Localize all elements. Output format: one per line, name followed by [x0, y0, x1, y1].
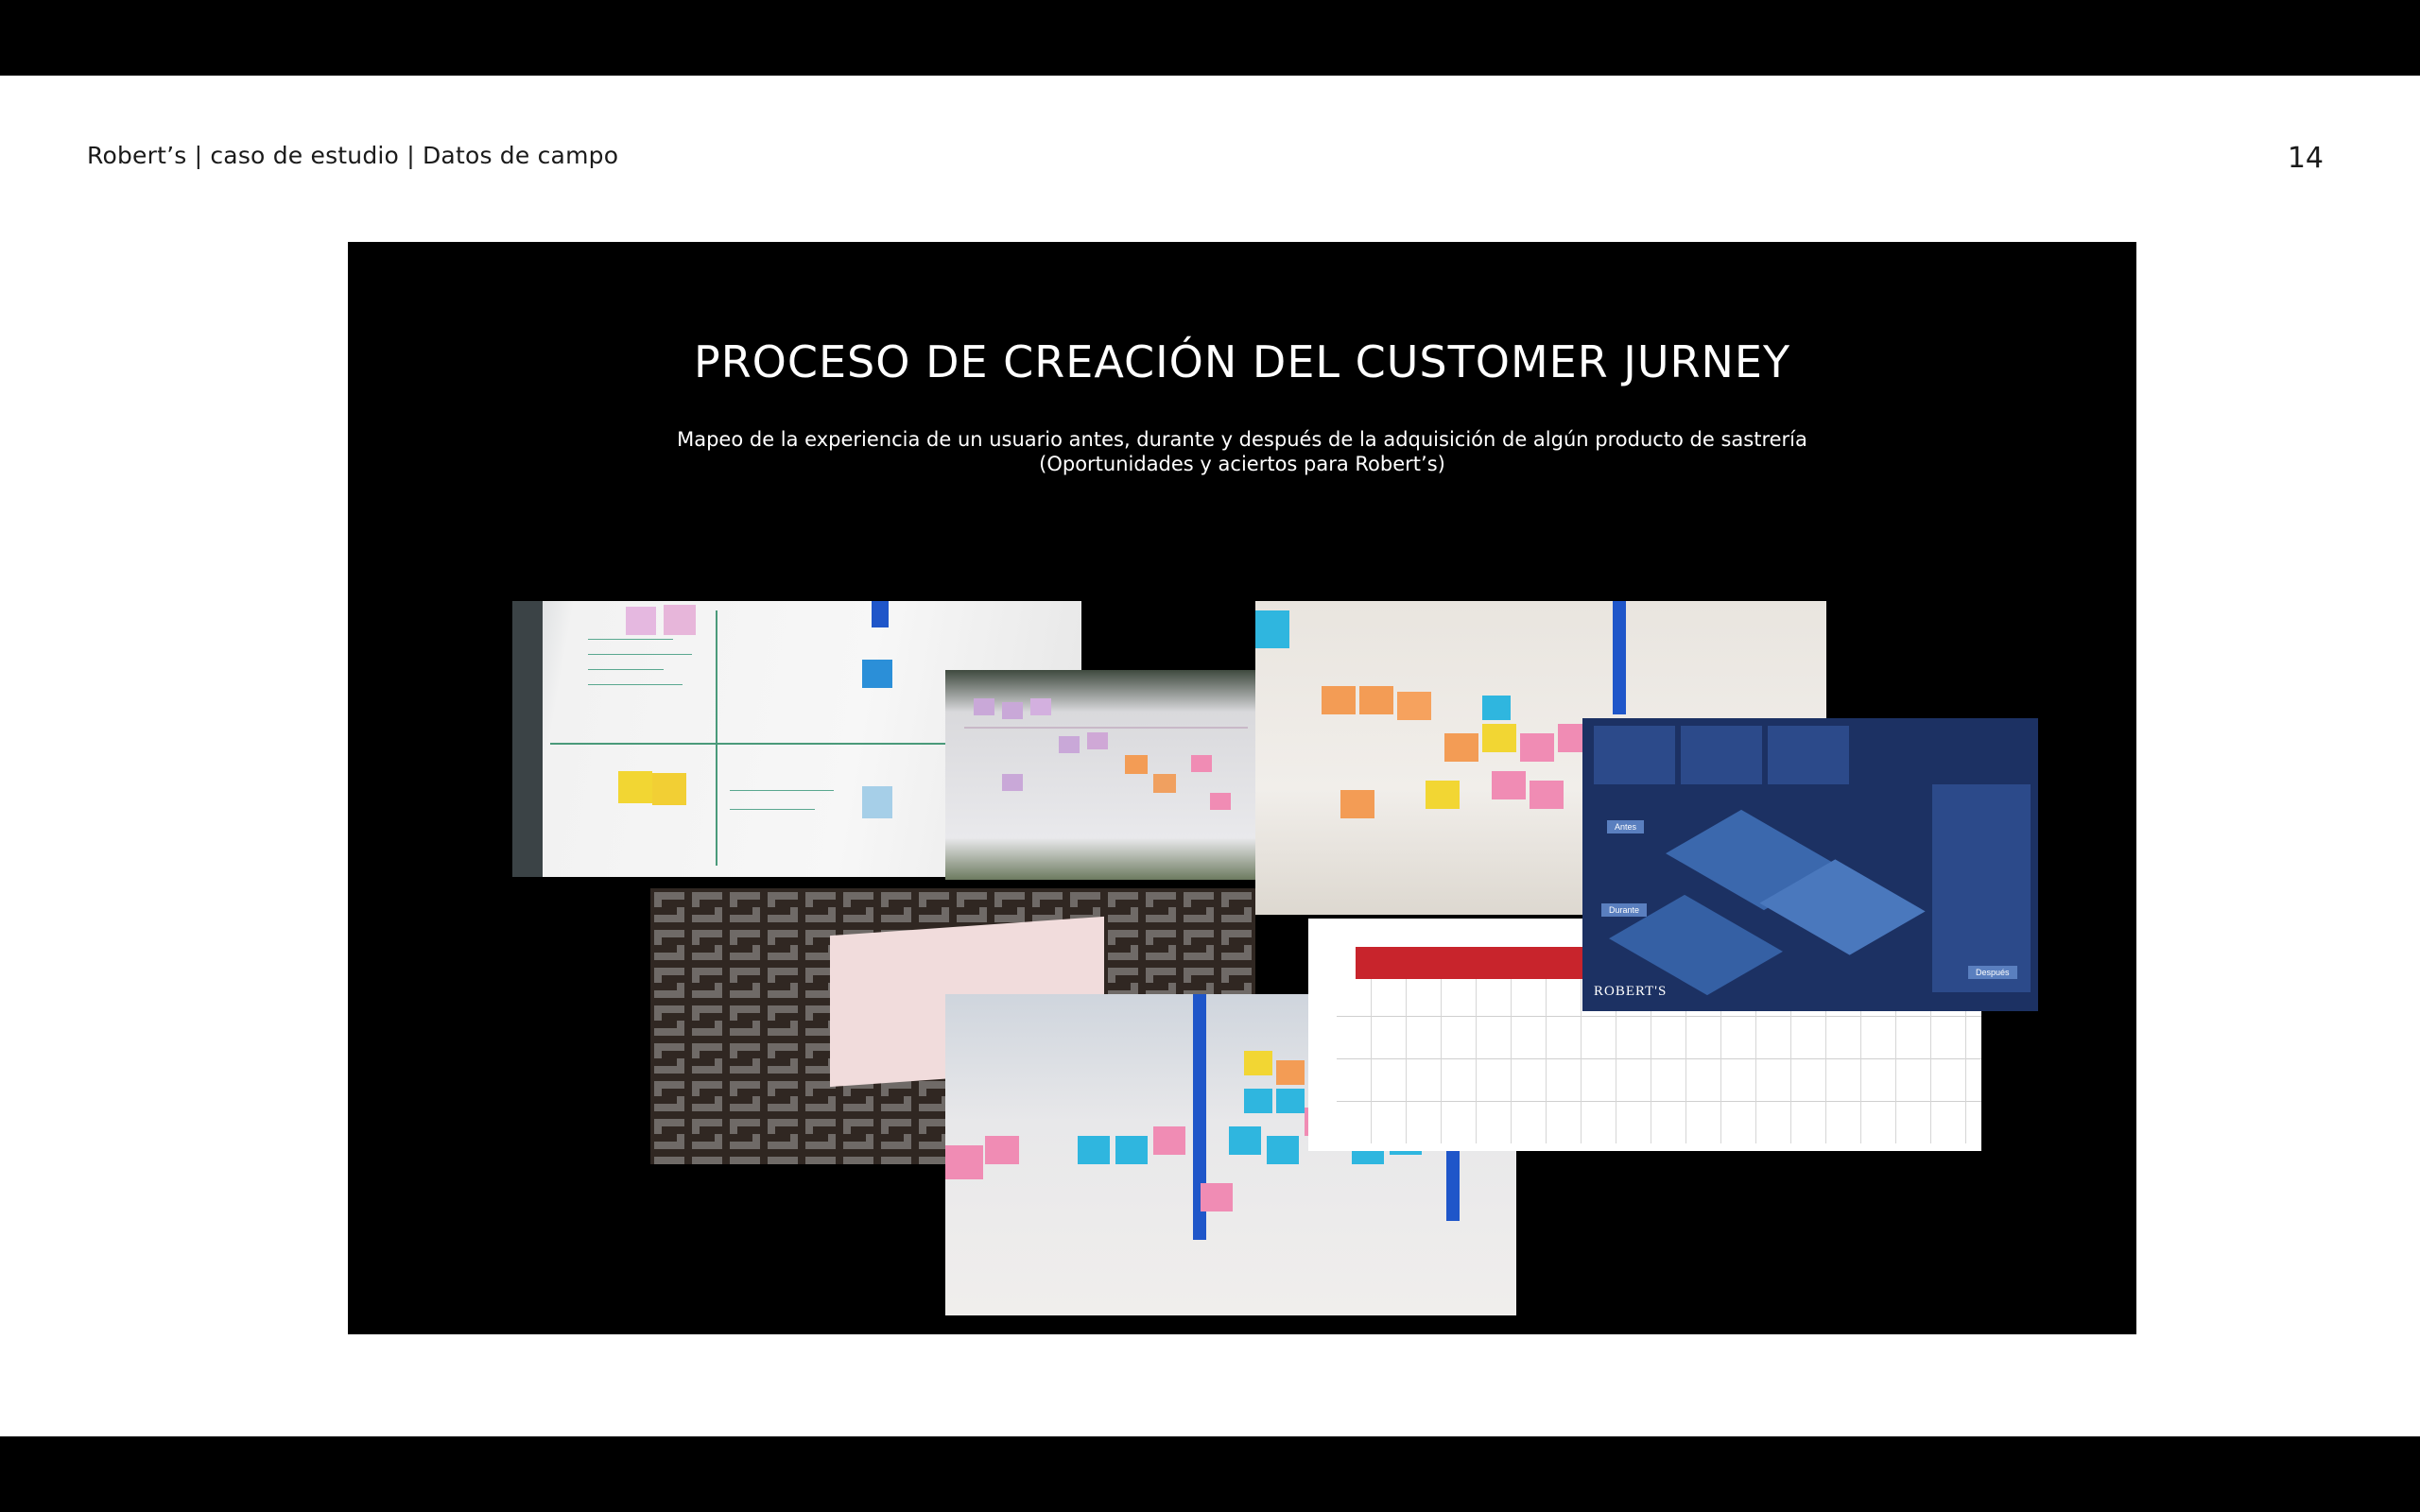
sticky-note [1359, 686, 1393, 714]
sticky-note [618, 771, 652, 803]
subtitle-line-2: (Oportunidades y aciertos para Robert’s) [1039, 453, 1445, 475]
stage-label-despues: Después [1968, 966, 2017, 979]
sticky-note [1244, 1089, 1272, 1113]
scene-thumbnail [1768, 726, 1849, 784]
sticky-note [1426, 781, 1460, 809]
divider-line [716, 610, 717, 866]
sticky-note [1530, 781, 1564, 809]
photo-flipchart [945, 670, 1257, 880]
handwriting [730, 790, 834, 791]
sticky-note [1444, 733, 1478, 762]
sticky-note [1482, 696, 1511, 720]
sticky-note [1191, 755, 1212, 772]
sticky-note [985, 1136, 1019, 1164]
content-panel: PROCESO DE CREACIÓN DEL CUSTOMER JURNEY … [348, 242, 2136, 1334]
sticky-note [1397, 692, 1431, 720]
stage-label-durante: Durante [1601, 903, 1648, 917]
sticky-note [1030, 698, 1051, 715]
sticky-note [862, 660, 892, 688]
window-frame [512, 601, 543, 877]
sticky-note [1492, 771, 1526, 799]
sticky-note [1059, 736, 1080, 753]
sticky-note [1078, 1136, 1110, 1164]
sticky-note [1244, 1051, 1272, 1075]
sticky-note [1002, 702, 1023, 719]
sticky-note [974, 698, 994, 715]
subtitle-line-1: Mapeo de la experiencia de un usuario an… [677, 428, 1807, 451]
handwriting [588, 639, 673, 640]
isometric-journey-map: Antes Durante Después ROBERT'S [1582, 718, 2038, 1011]
sticky-note [862, 786, 892, 818]
tape [1613, 601, 1626, 714]
sticky-note [1340, 790, 1374, 818]
breadcrumb: Robert’s | caso de estudio | Datos de ca… [87, 142, 619, 169]
sticky-note [1276, 1060, 1305, 1085]
timeline-line [550, 743, 1061, 745]
sticky-note [664, 605, 696, 635]
tape [1193, 994, 1206, 1240]
sticky-note [1153, 1126, 1185, 1155]
slide-subtitle: Mapeo de la experiencia de un usuario an… [348, 427, 2136, 476]
slide-title: PROCESO DE CREACIÓN DEL CUSTOMER JURNEY [693, 336, 1791, 387]
sticky-note [1153, 774, 1176, 793]
sticky-note [1520, 733, 1554, 762]
sticky-note [1115, 1136, 1148, 1164]
sticky-note [626, 607, 656, 635]
handwriting [588, 684, 683, 685]
tape [872, 601, 889, 627]
sticky-note [1255, 610, 1289, 648]
handwriting [588, 654, 692, 655]
sticky-note [1482, 724, 1516, 752]
sticky-note [1276, 1089, 1305, 1113]
timeline-line [964, 727, 1248, 729]
roberts-logo: ROBERT'S [1594, 984, 1668, 999]
sticky-note [1322, 686, 1356, 714]
scene-thumbnail [1681, 726, 1762, 784]
sticky-note [652, 773, 686, 805]
sticky-note [1201, 1183, 1233, 1211]
handwriting [730, 809, 815, 810]
sticky-note [1125, 755, 1148, 774]
sticky-note [1087, 732, 1108, 749]
handwriting [588, 669, 664, 670]
sticky-note [1002, 774, 1023, 791]
sticky-note [945, 1145, 983, 1179]
sticky-note [1210, 793, 1231, 810]
sticky-note [1267, 1136, 1299, 1164]
sticky-note [1229, 1126, 1261, 1155]
stage-label-antes: Antes [1607, 820, 1645, 833]
scene-thumbnail [1594, 726, 1675, 784]
info-panel [1932, 784, 2031, 992]
slide-page: Robert’s | caso de estudio | Datos de ca… [0, 76, 2420, 1436]
page-number: 14 [2287, 142, 2324, 175]
